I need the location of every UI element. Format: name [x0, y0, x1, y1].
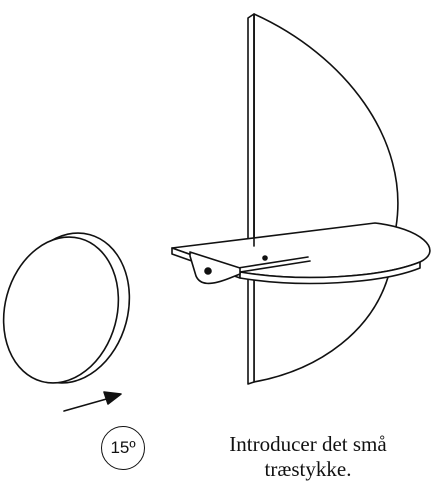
rotation-angle-badge: 15º [101, 426, 145, 470]
insert-direction-arrow-icon [63, 391, 122, 412]
upper-half-round-panel [247, 13, 399, 249]
instruction-caption: Introducer det små træstykke. [229, 432, 387, 481]
wooden-disc-icon [2, 232, 131, 384]
lower-half-round-panel [247, 269, 391, 385]
shelf-bracket [189, 251, 241, 285]
